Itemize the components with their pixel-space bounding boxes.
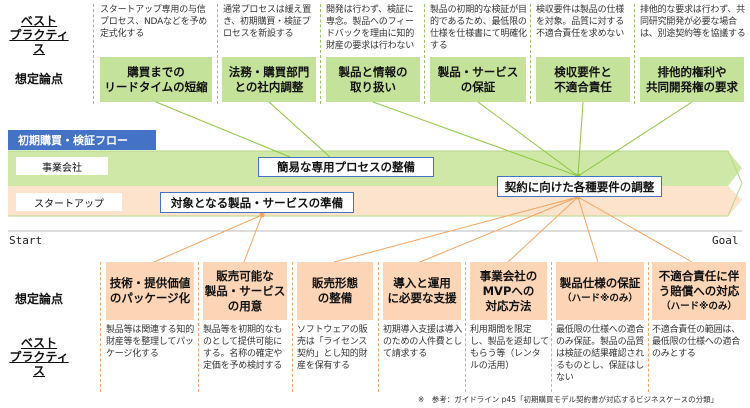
best-practice-label-bottom: ベスト プラクティス [9,336,69,378]
bottom-issue-6-sub: （ハード※のみ） [562,293,638,304]
top-issue-4: 製品・サービス の保証 [430,57,526,102]
bottom-practice-3: ソフトウェアの販売は「ライセンス契約」とし知的財産を保有する [297,325,368,371]
connector-top-6 [577,101,693,177]
top-separator [424,4,425,104]
top-issue-1: 購買までの リードタイムの短縮 [100,57,212,102]
top-practice-1: スタートアップ専用の与信プロセス、NDAなどを予め定式化する [100,5,208,39]
bottom-practice-5: 利用期間を限定し、製品を返却してもらう等（レンタルの活用） [470,325,549,371]
flow-arrow-outline [8,150,743,217]
start-label: Start [9,234,43,247]
connector-bottom-3 [333,196,579,263]
top-separator [320,4,321,104]
bottom-issue-7: 不適合責任に伴 う賠償への対応 （ハード※のみ） [652,262,746,320]
bottom-issue-5-label: 事業会社の MVPへの 対応方法 [479,268,538,313]
connector-top-1 [155,101,291,158]
top-separator [634,4,635,104]
bottom-practice-4: 初期導入支援は導入のための人件費として請求する [383,325,463,359]
bottom-separator [100,262,101,392]
bottom-issue-3: 販売形態 の整備 [297,262,373,320]
bottom-practice-7: 不適合責任の範囲は、最低限の仕様への適合のみとする [652,325,741,359]
top-practice-6: 排他的な要求は行わず、共同研究開発が必要な場合は、別途契約等を協議する [640,5,746,39]
top-practice-5: 検収要件は製品の仕様を対象。品質に対する不適合責任を求めない [536,5,625,39]
bottom-separator [465,262,466,392]
connector-bottom-5 [507,196,579,263]
bottom-practice-6: 最低限の仕様への適合のみ保証。製品の品質は検証の結果確認されるものとし、保証はし… [556,325,645,383]
top-issue-6: 排他的権利や 共同開発権の要求 [640,57,744,102]
top-separator [93,4,94,104]
bottom-separator [198,262,199,392]
bottom-separator [551,262,552,392]
bottom-practice-1: 製品等は関連する知的財産等を整理してパッケージ化する [106,325,195,359]
bottom-issue-5: 事業会社の MVPへの 対応方法 [470,262,547,320]
bottom-practice-2: 製品等を初期的なものとして提供可能にする。名称の確定や定価を予め検討する [203,325,283,371]
lane-startup: スタートアップ [16,193,122,211]
bottom-separator [378,262,379,392]
bottom-issue-4: 導入と運用 に必要な支援 [383,262,461,320]
bottom-issue-6: 製品仕様の保証 （ハード※のみ） [556,262,644,320]
top-practice-2: 通常プロセスは緩え置き、初期購買・検証プロセスを新設する [223,5,312,39]
connector-bottom-6 [577,196,599,263]
bottom-issue-1: 技術・提供価値 のパッケージ化 [106,262,194,320]
bottom-issue-2: 販売可能な 製品・サービス の用意 [203,262,287,320]
bottom-issue-6-label: 製品仕様の保証 [559,276,641,290]
connector-bottom-2 [243,214,263,263]
connector-top-3 [372,101,579,177]
stage-requirements: 契約に向けた各種要件の調整 [497,176,662,197]
footnote: ※ 参考：ガイドライン p45「初期購買モデル契約書が対応するビジネスケースの分… [418,395,719,404]
connector-bottom-7 [577,196,693,263]
bottom-issue-7-sub: （ハード※のみ） [661,300,737,312]
connector-top-5 [577,101,584,177]
connector-top-2 [268,101,331,158]
top-practice-4: 製品の初期的な検証が目的であるため、最低限の仕様を仕様書にて明確化する [430,5,527,51]
issues-label-bottom: 想定論点 [14,292,63,306]
bottom-issue-7-label: 不適合責任に伴 う賠償への対応 [658,268,740,298]
top-separator [217,4,218,104]
bottom-issue-2-label: 販売可能な 製品・サービス の用意 [204,268,286,313]
bottom-separator [292,262,293,392]
stage-target-product: 対象となる製品・サービスの準備 [160,192,354,213]
lane-company: 事業会社 [16,157,108,175]
issues-label-top: 想定論点 [14,72,63,86]
top-separator [530,4,531,104]
stage-dedicated-process: 簡易な専用プロセスの整備 [258,157,434,177]
flow-title: 初期購買・検証フロー [8,130,156,150]
bottom-issue-1-label: 技術・提供価値 のパッケージ化 [109,276,191,305]
top-issue-2: 法務・購買部門 との社内調整 [222,57,316,102]
connector-node [259,212,265,218]
top-issue-5: 検収要件と 不適合責任 [536,57,630,102]
goal-label: Goal [712,234,739,247]
top-practice-3: 開発は行わず、検証に専念。製品へのフィードバックを理由に知的財産の要求は行わない [326,5,415,51]
connector-bottom-1 [153,214,263,263]
bottom-separator [648,262,649,392]
best-practice-label-top: ベスト プラクティス [9,14,69,56]
connector-bottom-4 [419,196,579,263]
bottom-issue-3-label: 販売形態 の整備 [312,276,358,305]
bottom-issue-4-label: 導入と運用 に必要な支援 [387,276,457,305]
top-issue-3: 製品と情報の 取り扱い [326,57,420,102]
connector-top-4 [477,101,579,177]
